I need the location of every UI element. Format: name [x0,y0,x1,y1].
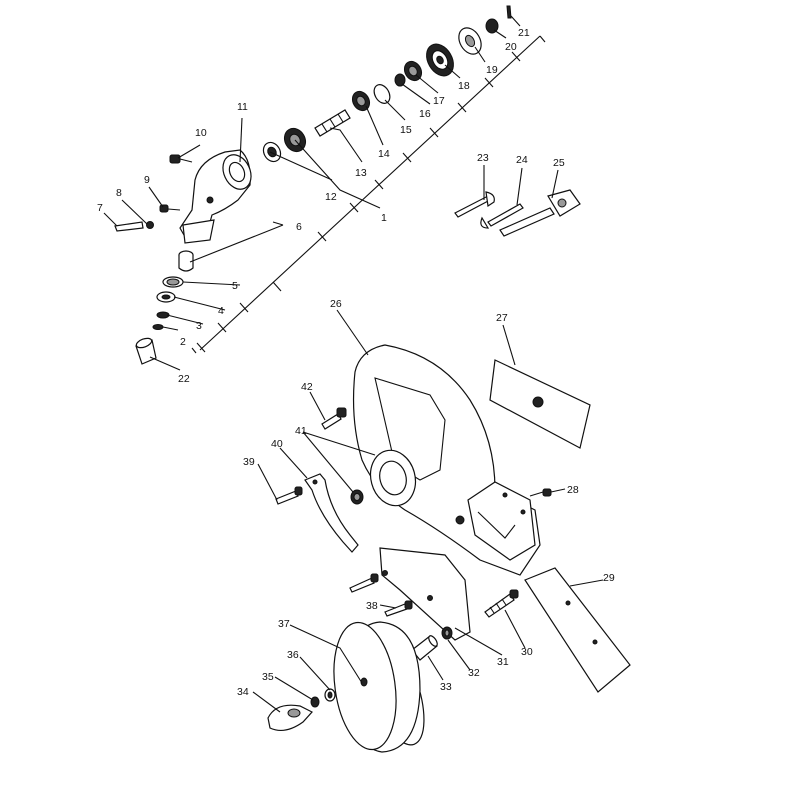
washer-36 [324,688,336,702]
callout-1: 1 [381,212,387,224]
callout-19: 19 [486,64,498,76]
callout-28: 28 [567,484,579,496]
nut-41 [350,489,364,505]
spacer-33 [411,635,438,661]
callout-39: 39 [243,456,255,468]
bracket-40 [304,473,359,553]
callout-35: 35 [262,671,274,683]
callout-14: 14 [378,148,390,160]
callout-7: 7 [97,202,103,214]
callout-10: 10 [195,127,207,139]
tools [454,189,581,237]
flange-18 [426,43,454,77]
bolt-28 [529,488,552,497]
callout-38: 38 [366,600,378,612]
nut-8 [146,221,154,229]
callout-2: 2 [180,336,186,348]
callout-15: 15 [400,124,412,136]
callout-30: 30 [521,646,533,658]
callout-27: 27 [496,312,508,324]
screw-9 [159,204,181,213]
leader-lines [103,15,604,713]
washer-19 [458,27,482,55]
callout-20: 20 [505,41,517,53]
callout-16: 16 [419,108,431,120]
callout-33: 33 [440,681,452,693]
callout-8: 8 [116,187,122,199]
callout-13: 13 [355,167,367,179]
washer-4 [156,291,176,303]
cap-22 [135,337,157,365]
callout-23: 23 [477,152,489,164]
bolt-42 [321,407,347,430]
nut-20 [485,18,499,34]
screw-10 [169,154,193,164]
pin-21 [506,5,512,19]
callout-5: 5 [232,280,238,292]
callout-9: 9 [144,174,150,186]
washer-35 [310,696,320,708]
callout-21: 21 [518,27,530,39]
wrench-23 [454,191,495,218]
ring-15 [373,84,391,104]
bushing-6 [178,250,194,272]
plate-27 [489,359,591,449]
gearbox-assembly [114,5,546,365]
callout-labels: 1 2 3 4 5 6 7 8 9 10 11 12 13 14 15 16 1… [97,27,615,698]
screw-39 [275,486,303,505]
callout-3: 3 [196,320,202,332]
guard-assembly [267,344,631,753]
knob-34 [267,704,313,732]
callout-11: 11 [237,101,248,113]
callout-34: 34 [237,686,249,698]
nut-32 [441,626,453,640]
callout-24: 24 [516,154,528,166]
callout-18: 18 [458,80,470,92]
bolt-30 [484,589,519,618]
callout-22: 22 [178,373,190,385]
gear-housing [179,149,252,244]
bearing-14 [351,90,371,112]
callout-42: 42 [301,381,313,393]
key-25 [499,189,581,237]
ring-2 [152,324,164,330]
plate-29 [524,567,631,693]
callout-29: 29 [603,572,615,584]
callout-25: 25 [553,157,565,169]
bearing-5 [162,276,184,288]
callout-32: 32 [468,667,480,679]
callout-41: 41 [295,425,307,437]
shaft-13 [314,109,351,137]
bracket-31 [379,547,471,641]
callout-31: 31 [497,656,509,668]
bolt-7 [114,221,144,232]
callout-36: 36 [287,649,299,661]
callout-17: 17 [433,95,445,107]
callout-12: 12 [325,191,337,203]
callout-37: 37 [278,618,290,630]
wrench-24 [480,203,524,229]
callout-40: 40 [271,438,283,450]
screw-38 [384,600,413,617]
callout-26: 26 [330,298,342,310]
callout-6: 6 [296,221,302,233]
callout-4: 4 [218,305,224,317]
wheel-37 [333,621,425,753]
screw-bracket-upper [349,573,379,593]
spacer-16 [394,73,406,87]
guard-26 [352,344,541,576]
